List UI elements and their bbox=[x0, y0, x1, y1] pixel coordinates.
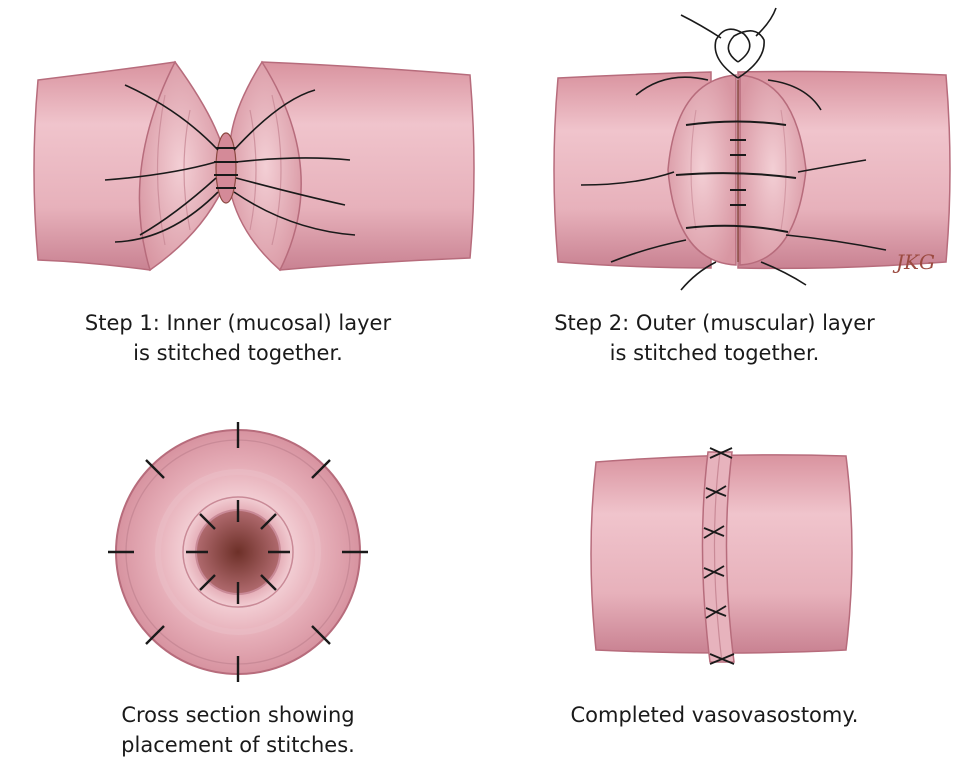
step1-caption: Step 1: Inner (mucosal) layer is stitche… bbox=[0, 308, 476, 368]
completed-caption-line1: Completed vasovasostomy. bbox=[476, 700, 953, 730]
step2-caption-line1: Step 2: Outer (muscular) layer bbox=[476, 308, 953, 338]
step2-caption-line2: is stitched together. bbox=[476, 338, 953, 368]
cross-section-illustration bbox=[0, 400, 476, 700]
step1-illustration bbox=[0, 0, 476, 290]
cross-section-caption: Cross section showing placement of stitc… bbox=[0, 700, 476, 760]
completed-illustration bbox=[476, 400, 953, 700]
step2-illustration bbox=[476, 0, 953, 290]
step1-caption-line2: is stitched together. bbox=[0, 338, 476, 368]
suture-knot bbox=[681, 8, 776, 78]
cross-section-caption-line1: Cross section showing bbox=[0, 700, 476, 730]
panel-completed: Completed vasovasostomy. bbox=[476, 400, 953, 757]
panel-step2: JKG Step 2: Outer (muscular) layer is st… bbox=[476, 0, 953, 290]
panel-step1: Step 1: Inner (mucosal) layer is stitche… bbox=[0, 0, 476, 290]
cross-section-caption-line2: placement of stitches. bbox=[0, 730, 476, 760]
step1-caption-line1: Step 1: Inner (mucosal) layer bbox=[0, 308, 476, 338]
artist-signature: JKG bbox=[896, 250, 935, 274]
panel-cross-section: Cross section showing placement of stitc… bbox=[0, 400, 476, 757]
step2-caption: Step 2: Outer (muscular) layer is stitch… bbox=[476, 308, 953, 368]
completed-caption: Completed vasovasostomy. bbox=[476, 700, 953, 730]
mucosal-anastomosis bbox=[216, 133, 236, 203]
